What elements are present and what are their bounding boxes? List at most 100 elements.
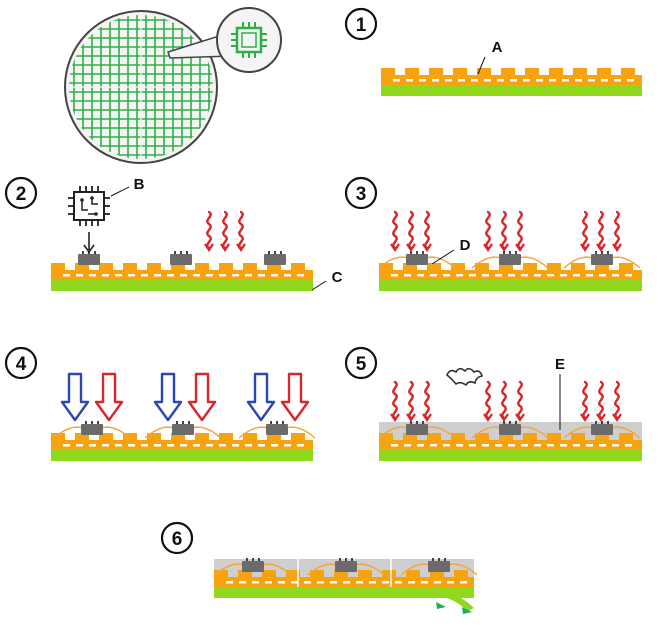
bond-pad bbox=[621, 68, 635, 76]
bond-pad bbox=[451, 263, 465, 271]
heat-wave-icon bbox=[424, 210, 430, 250]
substrate-layer bbox=[381, 85, 642, 96]
heat-wave-icon bbox=[501, 380, 507, 420]
bond-pad bbox=[403, 433, 417, 441]
step-3-substrate bbox=[378, 251, 642, 291]
bond-pad bbox=[405, 68, 419, 76]
chip-die bbox=[242, 561, 264, 572]
heat-wave-icon bbox=[598, 210, 604, 250]
step-6-number: 6 bbox=[172, 529, 183, 550]
bond-pad bbox=[573, 68, 587, 76]
callout-d: D bbox=[431, 237, 471, 265]
peel-direction-icon bbox=[436, 602, 472, 614]
bond-wire bbox=[447, 563, 478, 576]
microchip-icon bbox=[231, 22, 267, 58]
bond-pad bbox=[523, 433, 537, 441]
bond-pad bbox=[547, 433, 561, 441]
bond-pad bbox=[291, 433, 305, 441]
bond-pad bbox=[291, 263, 305, 271]
bond-wire bbox=[378, 256, 409, 269]
step-1-number: 1 bbox=[356, 15, 367, 36]
chip-die bbox=[591, 254, 613, 265]
substrate-layer bbox=[214, 587, 474, 598]
step-2-badge: 2 bbox=[4, 176, 38, 210]
callout-a: A bbox=[477, 39, 503, 75]
bond-wire bbox=[238, 426, 269, 439]
bond-pad bbox=[219, 433, 233, 441]
bond-pad bbox=[523, 263, 537, 271]
step-5-badge: 5 bbox=[344, 346, 378, 380]
label-e: E bbox=[555, 356, 565, 373]
step-1-substrate bbox=[381, 68, 642, 96]
bond-pad bbox=[310, 570, 324, 578]
chip-die bbox=[428, 561, 450, 572]
bond-pad bbox=[499, 263, 513, 271]
heat-wave-icon bbox=[392, 380, 398, 420]
bond-pad bbox=[451, 433, 465, 441]
bond-pad bbox=[427, 433, 441, 441]
bond-pad bbox=[267, 263, 281, 271]
heat-wave-icon bbox=[614, 380, 620, 420]
heating-arrow-icon bbox=[187, 372, 217, 422]
bond-wire bbox=[518, 426, 549, 439]
label-c: C bbox=[332, 269, 343, 286]
bond-pad bbox=[51, 433, 65, 441]
bond-pad bbox=[171, 263, 185, 271]
bond-wire bbox=[563, 256, 594, 269]
bond-wire bbox=[307, 563, 338, 576]
bond-pad bbox=[381, 68, 395, 76]
step-6-badge: 6 bbox=[160, 521, 194, 555]
label-b: B bbox=[134, 176, 145, 193]
peeling-carrier bbox=[428, 587, 474, 611]
heat-wave-icon bbox=[408, 380, 414, 420]
bond-pad bbox=[597, 68, 611, 76]
bond-wire bbox=[285, 426, 316, 439]
bond-pad bbox=[454, 570, 468, 578]
heat-wave-icon bbox=[238, 210, 244, 250]
heat-wave-icon bbox=[408, 210, 414, 250]
heat-wave-icon bbox=[517, 380, 523, 420]
heat-wave-icon bbox=[424, 380, 430, 420]
bond-pad bbox=[286, 570, 300, 578]
bond-pad bbox=[406, 570, 420, 578]
step-3-badge: 3 bbox=[344, 176, 378, 210]
bond-pad bbox=[499, 433, 513, 441]
step-4-substrate bbox=[51, 421, 316, 461]
bond-pad bbox=[501, 68, 515, 76]
bond-pad bbox=[358, 570, 372, 578]
bond-pad bbox=[51, 263, 65, 271]
bond-wire bbox=[471, 256, 502, 269]
step-1-badge: 1 bbox=[344, 7, 378, 41]
bond-pad bbox=[525, 68, 539, 76]
chip-die bbox=[406, 424, 428, 435]
heating-arrow-icon bbox=[94, 372, 124, 422]
heat-wave-icon bbox=[501, 210, 507, 250]
step-4-badge: 4 bbox=[4, 346, 38, 380]
chip-die bbox=[170, 254, 192, 265]
bond-pad bbox=[334, 570, 348, 578]
bond-pad bbox=[619, 263, 633, 271]
bond-pad bbox=[453, 68, 467, 76]
heat-wave-icon bbox=[222, 210, 228, 250]
bond-wire bbox=[563, 426, 594, 439]
bond-pad bbox=[147, 433, 161, 441]
bond-pad bbox=[547, 263, 561, 271]
bond-pad bbox=[403, 263, 417, 271]
bond-wire bbox=[610, 256, 641, 269]
bond-pad bbox=[238, 570, 252, 578]
bond-pad bbox=[75, 433, 89, 441]
heat-wave-icon bbox=[582, 380, 588, 420]
bond-pad bbox=[99, 433, 113, 441]
chip-die bbox=[499, 254, 521, 265]
bond-wire bbox=[144, 426, 175, 439]
bond-pad bbox=[477, 68, 491, 76]
heat-wave-icon bbox=[392, 210, 398, 250]
chip-die bbox=[81, 424, 103, 435]
wafer-die-grid bbox=[69, 15, 213, 159]
bond-wire bbox=[425, 426, 456, 439]
substrate-layer bbox=[51, 450, 313, 461]
label-a: A bbox=[492, 39, 503, 56]
heating-arrow-icon bbox=[280, 372, 310, 422]
substrate-layer bbox=[379, 450, 642, 461]
bond-pad bbox=[195, 433, 209, 441]
